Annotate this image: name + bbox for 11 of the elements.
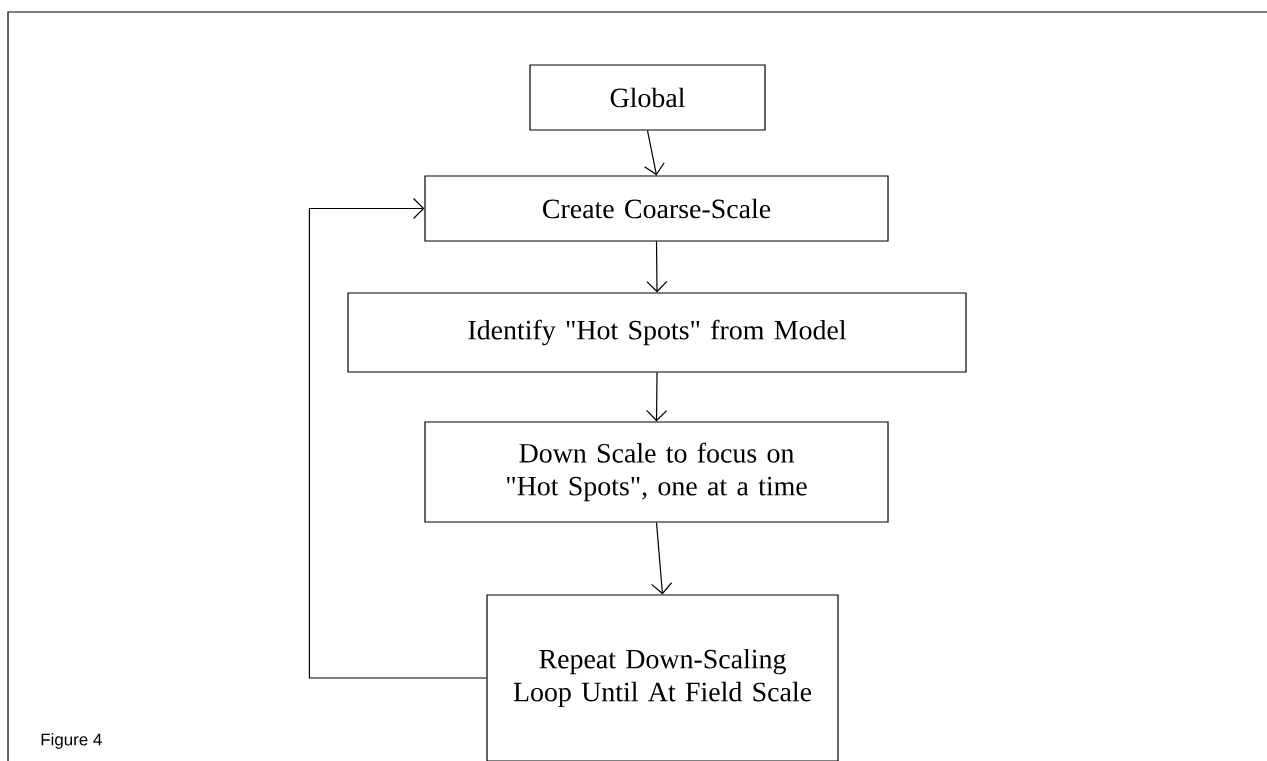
arrow bbox=[308, 197, 487, 679]
process-box: Create Coarse-Scale bbox=[424, 175, 889, 242]
arrow bbox=[643, 130, 665, 176]
process-box: Repeat Down-Scaling Loop Until At Field Scale bbox=[486, 594, 839, 761]
arrow bbox=[651, 522, 673, 595]
arrow bbox=[646, 241, 668, 293]
process-box: Down Scale to focus on "Hot Spots", one at a time bbox=[424, 421, 889, 523]
process-box: Identify "Hot Spots" from Model bbox=[347, 292, 967, 373]
caption: Figure 4 bbox=[41, 733, 102, 749]
arrow bbox=[646, 371, 668, 422]
process-box: Global bbox=[529, 64, 766, 131]
